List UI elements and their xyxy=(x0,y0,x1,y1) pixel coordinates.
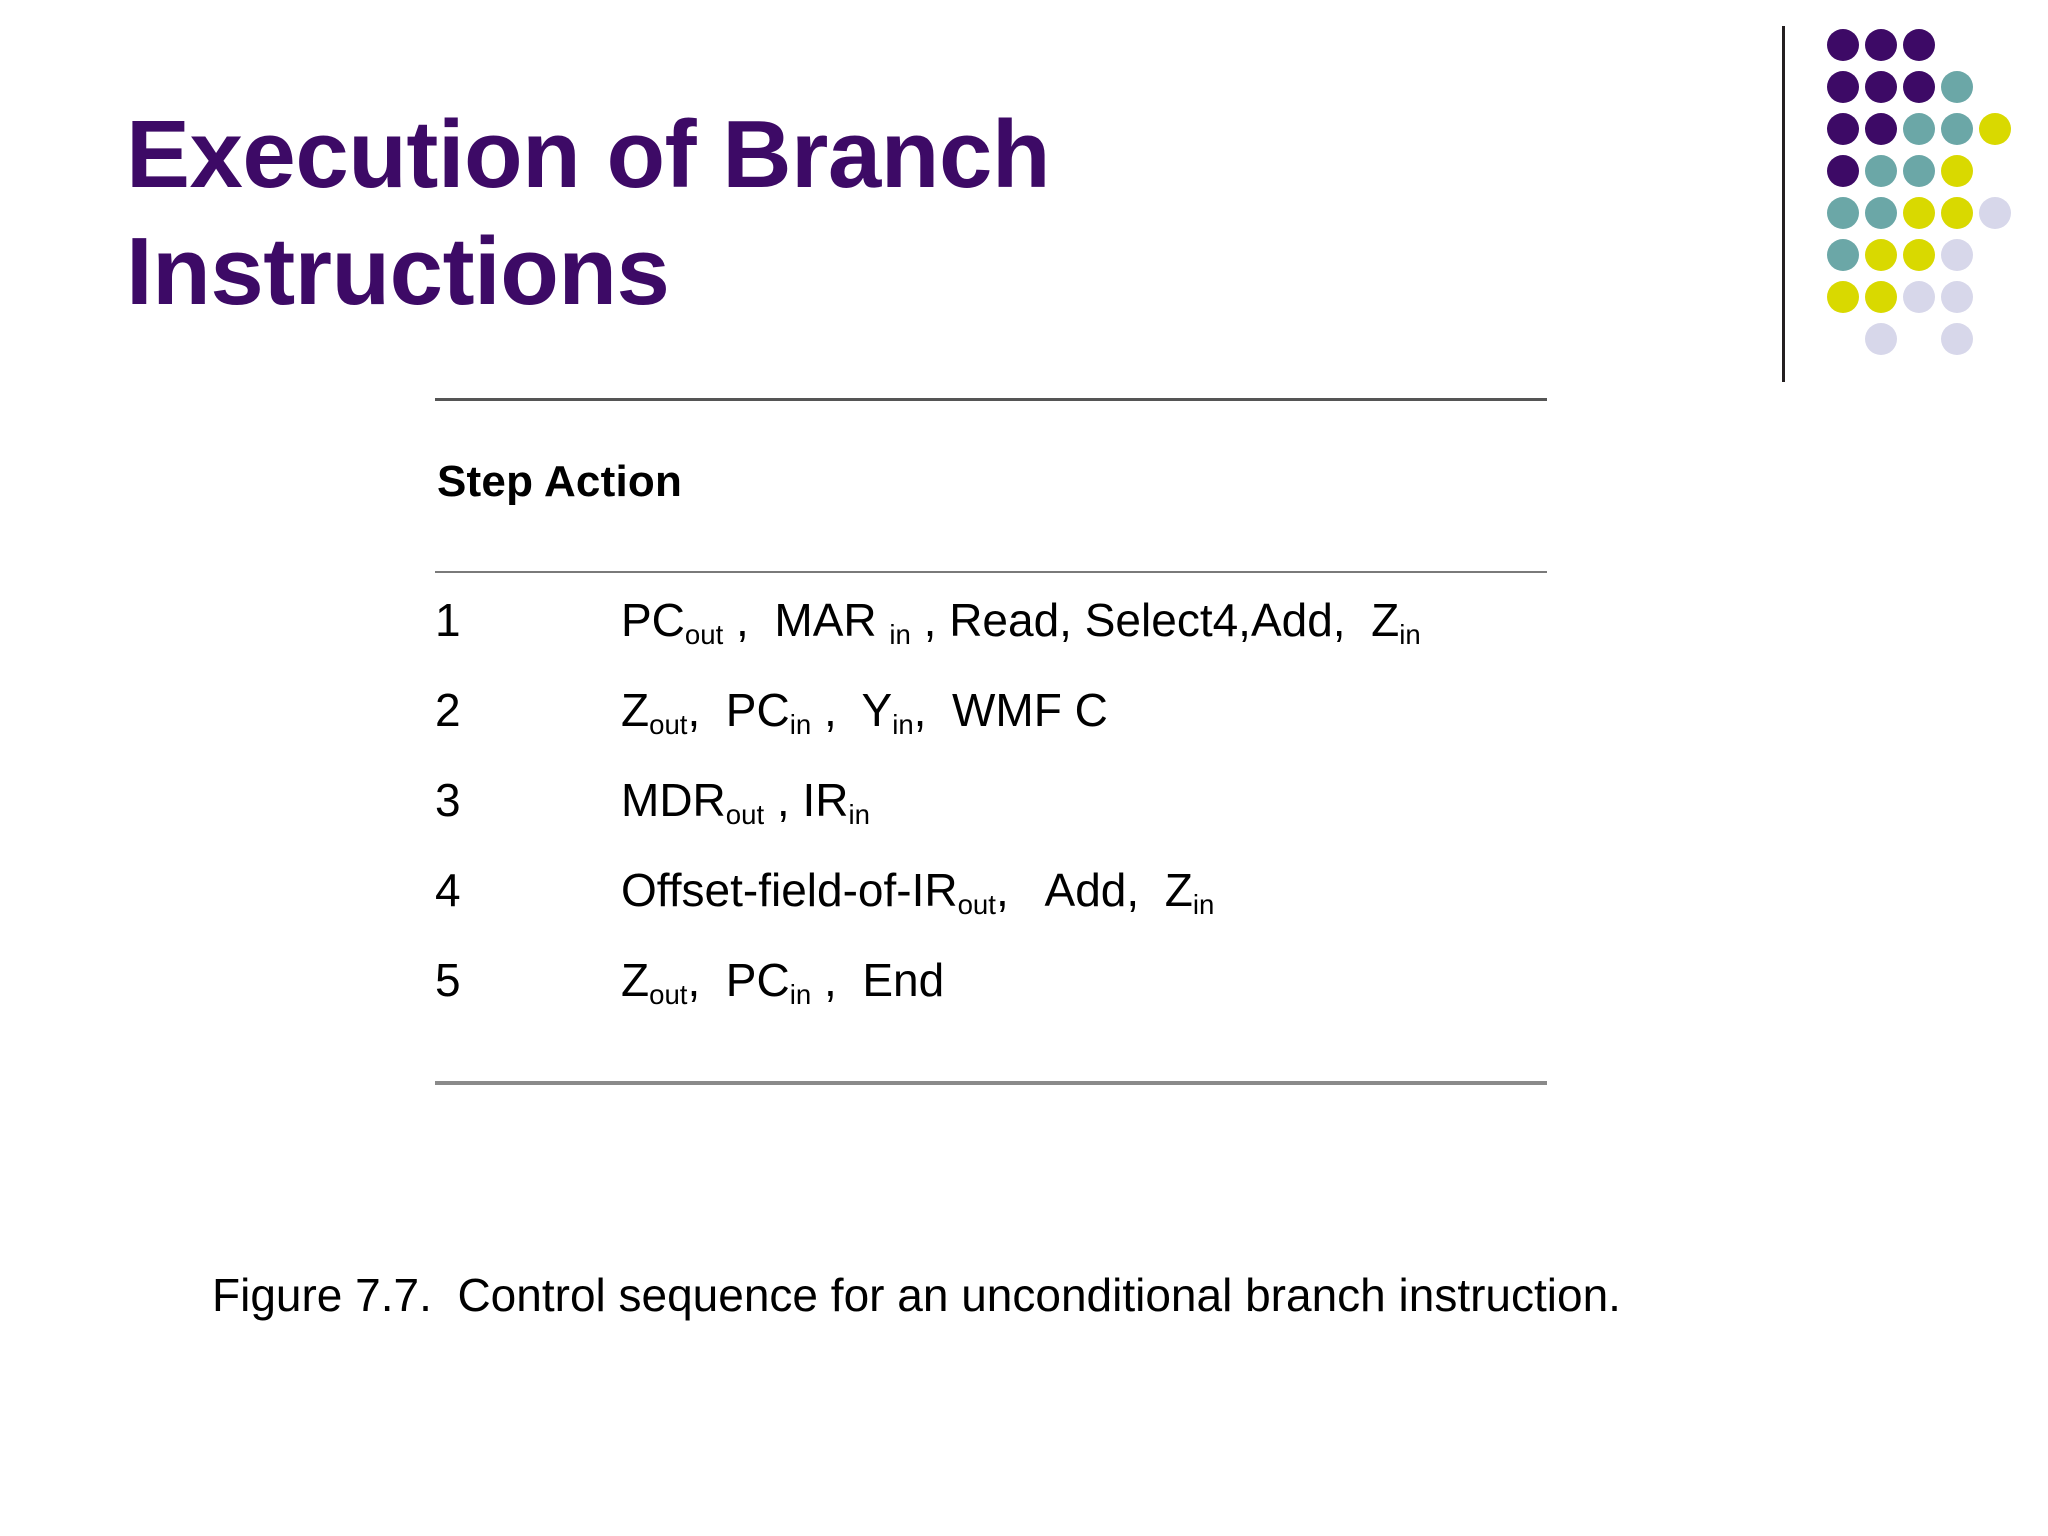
figure-caption: Figure 7.7. Control sequence for an unco… xyxy=(212,1269,1621,1321)
logo-dot-r1-c5 xyxy=(1978,28,2016,70)
logo-dot-r2-c2 xyxy=(1864,70,1902,112)
dot-teal-icon xyxy=(1903,155,1935,187)
logo-block xyxy=(1782,26,2022,386)
logo-dot-r3-c4 xyxy=(1940,112,1978,154)
dot-lavender-icon xyxy=(1979,197,2011,229)
dot-teal-icon xyxy=(1827,239,1859,271)
dot-purple-icon xyxy=(1865,29,1897,61)
dot-teal-icon xyxy=(1827,197,1859,229)
logo-dot-r8-c1 xyxy=(1826,322,1864,364)
logo-dot-r2-c5 xyxy=(1978,70,2016,112)
dot-teal-icon xyxy=(1941,71,1973,103)
logo-dot-r6-c5 xyxy=(1978,238,2016,280)
dot-lavender-icon xyxy=(1903,281,1935,313)
table-row: 2 Zout, PCin , Yin, WMF C xyxy=(435,687,1547,777)
dot-purple-icon xyxy=(1865,113,1897,145)
logo-dot-r5-c2 xyxy=(1864,196,1902,238)
dot-purple-icon xyxy=(1827,71,1859,103)
dot-yellow-icon xyxy=(1941,155,1973,187)
logo-dot-r1-c1 xyxy=(1826,28,1864,70)
dot-yellow-icon xyxy=(1865,281,1897,313)
dot-yellow-icon xyxy=(1941,197,1973,229)
table-rule-middle xyxy=(435,571,1547,573)
step-action: Offset-field-of-IRout, Add, Zin xyxy=(621,864,1215,921)
table-row: 4 Offset-field-of-IRout, Add, Zin xyxy=(435,867,1547,957)
logo-dot-r4-c5 xyxy=(1978,154,2016,196)
logo-dot-r8-c4 xyxy=(1940,322,1978,364)
logo-dot-r7-c3 xyxy=(1902,280,1940,322)
logo-dot-r7-c1 xyxy=(1826,280,1864,322)
dot-yellow-icon xyxy=(1903,197,1935,229)
logo-dot-r1-c3 xyxy=(1902,28,1940,70)
logo-dot-r3-c5 xyxy=(1978,112,2016,154)
step-number: 4 xyxy=(435,864,461,916)
dot-purple-icon xyxy=(1827,155,1859,187)
logo-dot-r3-c1 xyxy=(1826,112,1864,154)
table-header: Step Action xyxy=(435,401,1547,571)
control-sequence-table: Step Action 1 PCout , MAR in , Read, Sele… xyxy=(435,398,1547,1085)
dot-matrix-logo xyxy=(1826,28,2016,364)
dot-teal-icon xyxy=(1903,113,1935,145)
logo-dot-r2-c4 xyxy=(1940,70,1978,112)
table-row: 1 PCout , MAR in , Read, Select4,Add, Zin xyxy=(435,597,1547,687)
table-header-label: Step Action xyxy=(437,457,683,506)
logo-dot-r3-c2 xyxy=(1864,112,1902,154)
logo-dot-r4-c1 xyxy=(1826,154,1864,196)
dot-purple-icon xyxy=(1903,71,1935,103)
dot-purple-icon xyxy=(1865,71,1897,103)
logo-dot-r6-c3 xyxy=(1902,238,1940,280)
dot-lavender-icon xyxy=(1941,323,1973,355)
logo-dot-r4-c4 xyxy=(1940,154,1978,196)
logo-dot-r3-c3 xyxy=(1902,112,1940,154)
logo-dot-r8-c2 xyxy=(1864,322,1902,364)
dot-lavender-icon xyxy=(1941,281,1973,313)
dot-teal-icon xyxy=(1865,197,1897,229)
logo-dot-r5-c5 xyxy=(1978,196,2016,238)
step-number: 5 xyxy=(435,954,461,1006)
dot-yellow-icon xyxy=(1827,281,1859,313)
table-body: 1 PCout , MAR in , Read, Select4,Add, Zin… xyxy=(435,573,1547,1081)
page-title: Execution of Branch Instructions xyxy=(126,101,1050,326)
dot-teal-icon xyxy=(1865,155,1897,187)
logo-dot-r2-c3 xyxy=(1902,70,1940,112)
step-action: MDRout , IRin xyxy=(621,774,870,831)
dot-teal-icon xyxy=(1941,113,1973,145)
step-action: PCout , MAR in , Read, Select4,Add, Zin xyxy=(621,594,1421,651)
logo-dot-r6-c2 xyxy=(1864,238,1902,280)
logo-dot-r6-c4 xyxy=(1940,238,1978,280)
logo-dot-r7-c4 xyxy=(1940,280,1978,322)
logo-dot-r2-c1 xyxy=(1826,70,1864,112)
logo-dot-r7-c2 xyxy=(1864,280,1902,322)
dot-purple-icon xyxy=(1827,113,1859,145)
dot-lavender-icon xyxy=(1941,239,1973,271)
dot-lavender-icon xyxy=(1865,323,1897,355)
step-action: Zout, PCin , Yin, WMF C xyxy=(621,684,1108,741)
dot-yellow-icon xyxy=(1903,239,1935,271)
dot-yellow-icon xyxy=(1979,113,2011,145)
step-action: Zout, PCin , End xyxy=(621,954,945,1011)
logo-dot-r5-c1 xyxy=(1826,196,1864,238)
logo-dot-r8-c5 xyxy=(1978,322,2016,364)
logo-dot-r1-c4 xyxy=(1940,28,1978,70)
table-rule-top xyxy=(435,398,1547,401)
logo-dot-r1-c2 xyxy=(1864,28,1902,70)
logo-vertical-rule xyxy=(1782,26,1785,382)
logo-dot-r8-c3 xyxy=(1902,322,1940,364)
logo-dot-r6-c1 xyxy=(1826,238,1864,280)
table-row: 3 MDRout , IRin xyxy=(435,777,1547,867)
table-row: 5 Zout, PCin , End xyxy=(435,957,1547,1047)
logo-dot-r5-c3 xyxy=(1902,196,1940,238)
table-rule-bottom xyxy=(435,1081,1547,1085)
logo-dot-r7-c5 xyxy=(1978,280,2016,322)
step-number: 1 xyxy=(435,594,461,646)
dot-purple-icon xyxy=(1827,29,1859,61)
step-number: 2 xyxy=(435,684,461,736)
dot-purple-icon xyxy=(1903,29,1935,61)
dot-yellow-icon xyxy=(1865,239,1897,271)
logo-dot-r5-c4 xyxy=(1940,196,1978,238)
step-number: 3 xyxy=(435,774,461,826)
logo-dot-r4-c2 xyxy=(1864,154,1902,196)
logo-dot-r4-c3 xyxy=(1902,154,1940,196)
